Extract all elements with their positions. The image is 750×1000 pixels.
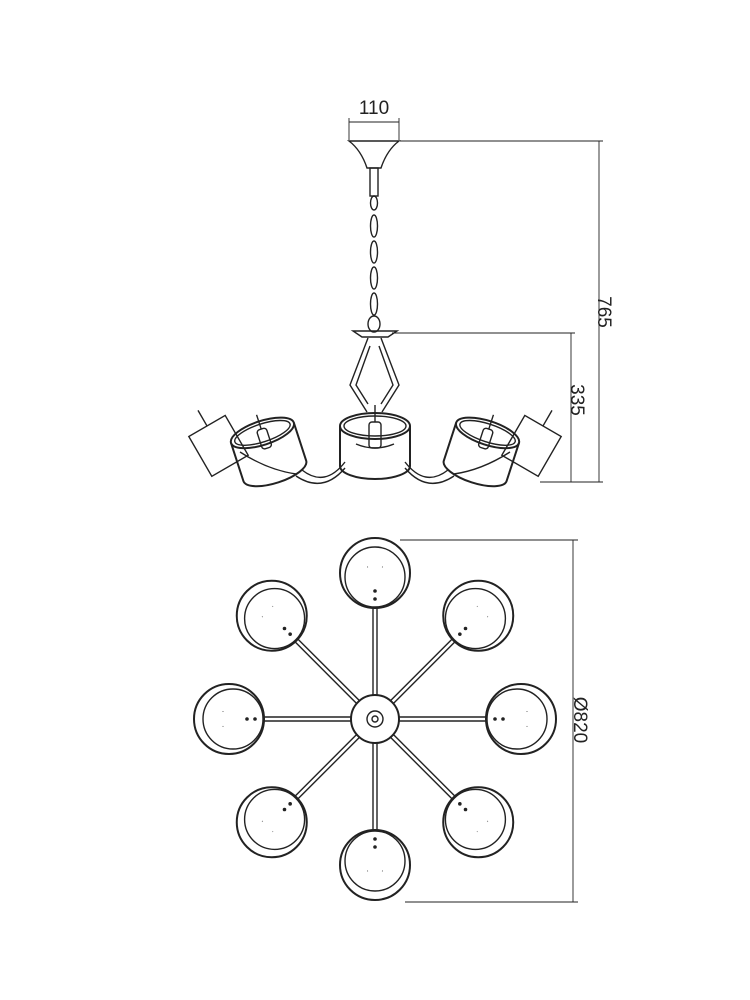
right-outer-shade-side	[500, 410, 563, 478]
top-shade	[339, 829, 411, 901]
top-arms	[264, 608, 486, 830]
top-view: Ø820	[193, 537, 590, 903]
arm-line	[392, 734, 456, 797]
arm-line	[390, 638, 453, 702]
total-height-label: 765	[593, 296, 614, 328]
left-outer-shade-side	[187, 410, 250, 478]
top-shade	[339, 537, 411, 609]
chain	[367, 195, 381, 333]
top-shade	[442, 579, 515, 652]
arm-line	[297, 736, 360, 800]
arm-line	[297, 638, 360, 702]
side-arms	[239, 451, 511, 485]
top-shade	[193, 683, 265, 755]
dimension-canopy-width: 110	[348, 98, 400, 140]
center-hub	[350, 694, 400, 744]
ceiling-canopy	[346, 140, 402, 169]
arm-line	[294, 641, 358, 704]
canopy-width-label: 110	[359, 98, 389, 119]
diamond-frame	[349, 337, 400, 413]
top-shade	[485, 683, 557, 755]
right-inner-shade-side	[442, 414, 521, 488]
top-shades	[193, 537, 557, 901]
arm-line	[392, 641, 456, 704]
arm-line	[390, 736, 453, 800]
center-shade-side	[339, 405, 411, 480]
left-inner-shade-side	[229, 414, 308, 488]
body-height-label: 335	[566, 384, 587, 416]
diameter-label: Ø820	[569, 697, 590, 743]
top-shade	[235, 786, 308, 859]
dimension-diameter: Ø820	[400, 539, 590, 903]
top-shade	[442, 786, 515, 859]
top-shade	[235, 579, 308, 652]
side-view: 110 765 335	[187, 98, 614, 488]
arm-line	[294, 734, 358, 797]
